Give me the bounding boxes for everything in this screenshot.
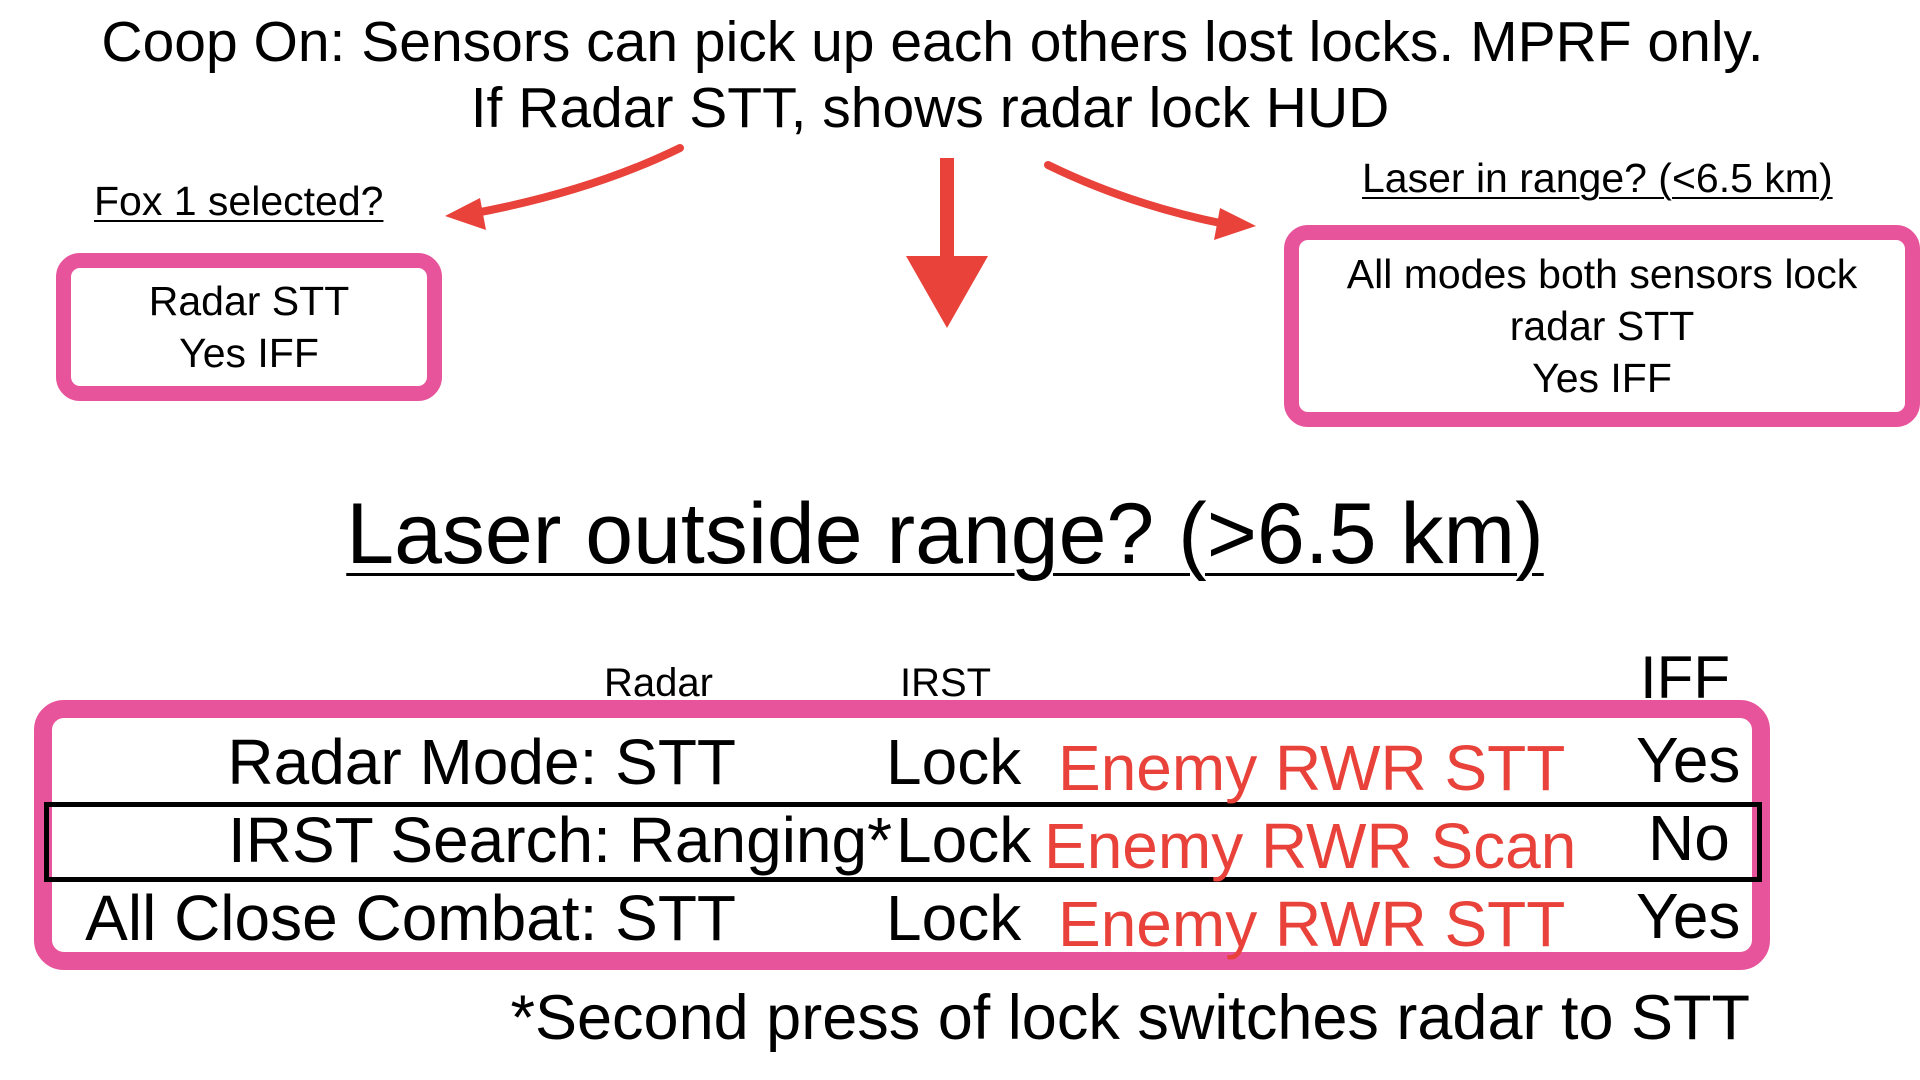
row-1-rwr: Enemy RWR STT xyxy=(1058,732,1566,804)
fox1-result-line-2: Yes IFF xyxy=(179,330,319,376)
laser-in-range-line-3: Yes IFF xyxy=(1532,355,1672,401)
row-2-irst: Lock xyxy=(896,804,1032,876)
laser-in-range-line-1: All modes both sensors lock xyxy=(1346,251,1858,297)
row-2-rwr: Enemy RWR Scan xyxy=(1044,810,1577,882)
col-header-iff: IFF xyxy=(1640,644,1730,711)
row-1-iff: Yes xyxy=(1636,724,1741,796)
laser-in-range-result-box: All modes both sensors lock radar STT Ye… xyxy=(1284,225,1920,427)
row-3-rwr: Enemy RWR STT xyxy=(1058,888,1566,960)
header-line-1: Coop On: Sensors can pick up each others… xyxy=(101,10,1764,74)
fox1-result-box: Radar STT Yes IFF xyxy=(56,253,442,401)
highlighted-row-border xyxy=(44,802,1762,882)
row-3-irst: Lock xyxy=(886,882,1022,954)
col-header-radar: Radar xyxy=(604,661,713,705)
right-arrow xyxy=(1044,161,1229,228)
row-1-irst: Lock xyxy=(886,726,1022,798)
laser-in-range-question: Laser in range? (<6.5 km) xyxy=(1362,155,1833,201)
row-2-mode: IRST Search: Ranging* xyxy=(227,804,892,876)
row-1-mode: Radar Mode: STT xyxy=(227,726,736,798)
laser-in-range-line-2: radar STT xyxy=(1509,303,1695,349)
row-2-iff: No xyxy=(1648,802,1730,874)
row-3-iff: Yes xyxy=(1636,880,1741,952)
left-arrow-head xyxy=(445,198,486,230)
center-arrow-head xyxy=(906,256,988,328)
right-arrow-head xyxy=(1214,208,1256,240)
left-arrow xyxy=(466,144,684,218)
row-3-mode: All Close Combat: STT xyxy=(85,882,736,954)
header-line-2: If Radar STT, shows radar lock HUD xyxy=(470,76,1390,140)
footnote: *Second press of lock switches radar to … xyxy=(510,983,1750,1053)
fox1-result-line-1: Radar STT xyxy=(148,278,350,324)
fox1-question: Fox 1 selected? xyxy=(94,178,384,224)
laser-outside-range-question: Laser outside range? (>6.5 km) xyxy=(346,486,1544,582)
col-header-irst: IRST xyxy=(900,661,992,705)
